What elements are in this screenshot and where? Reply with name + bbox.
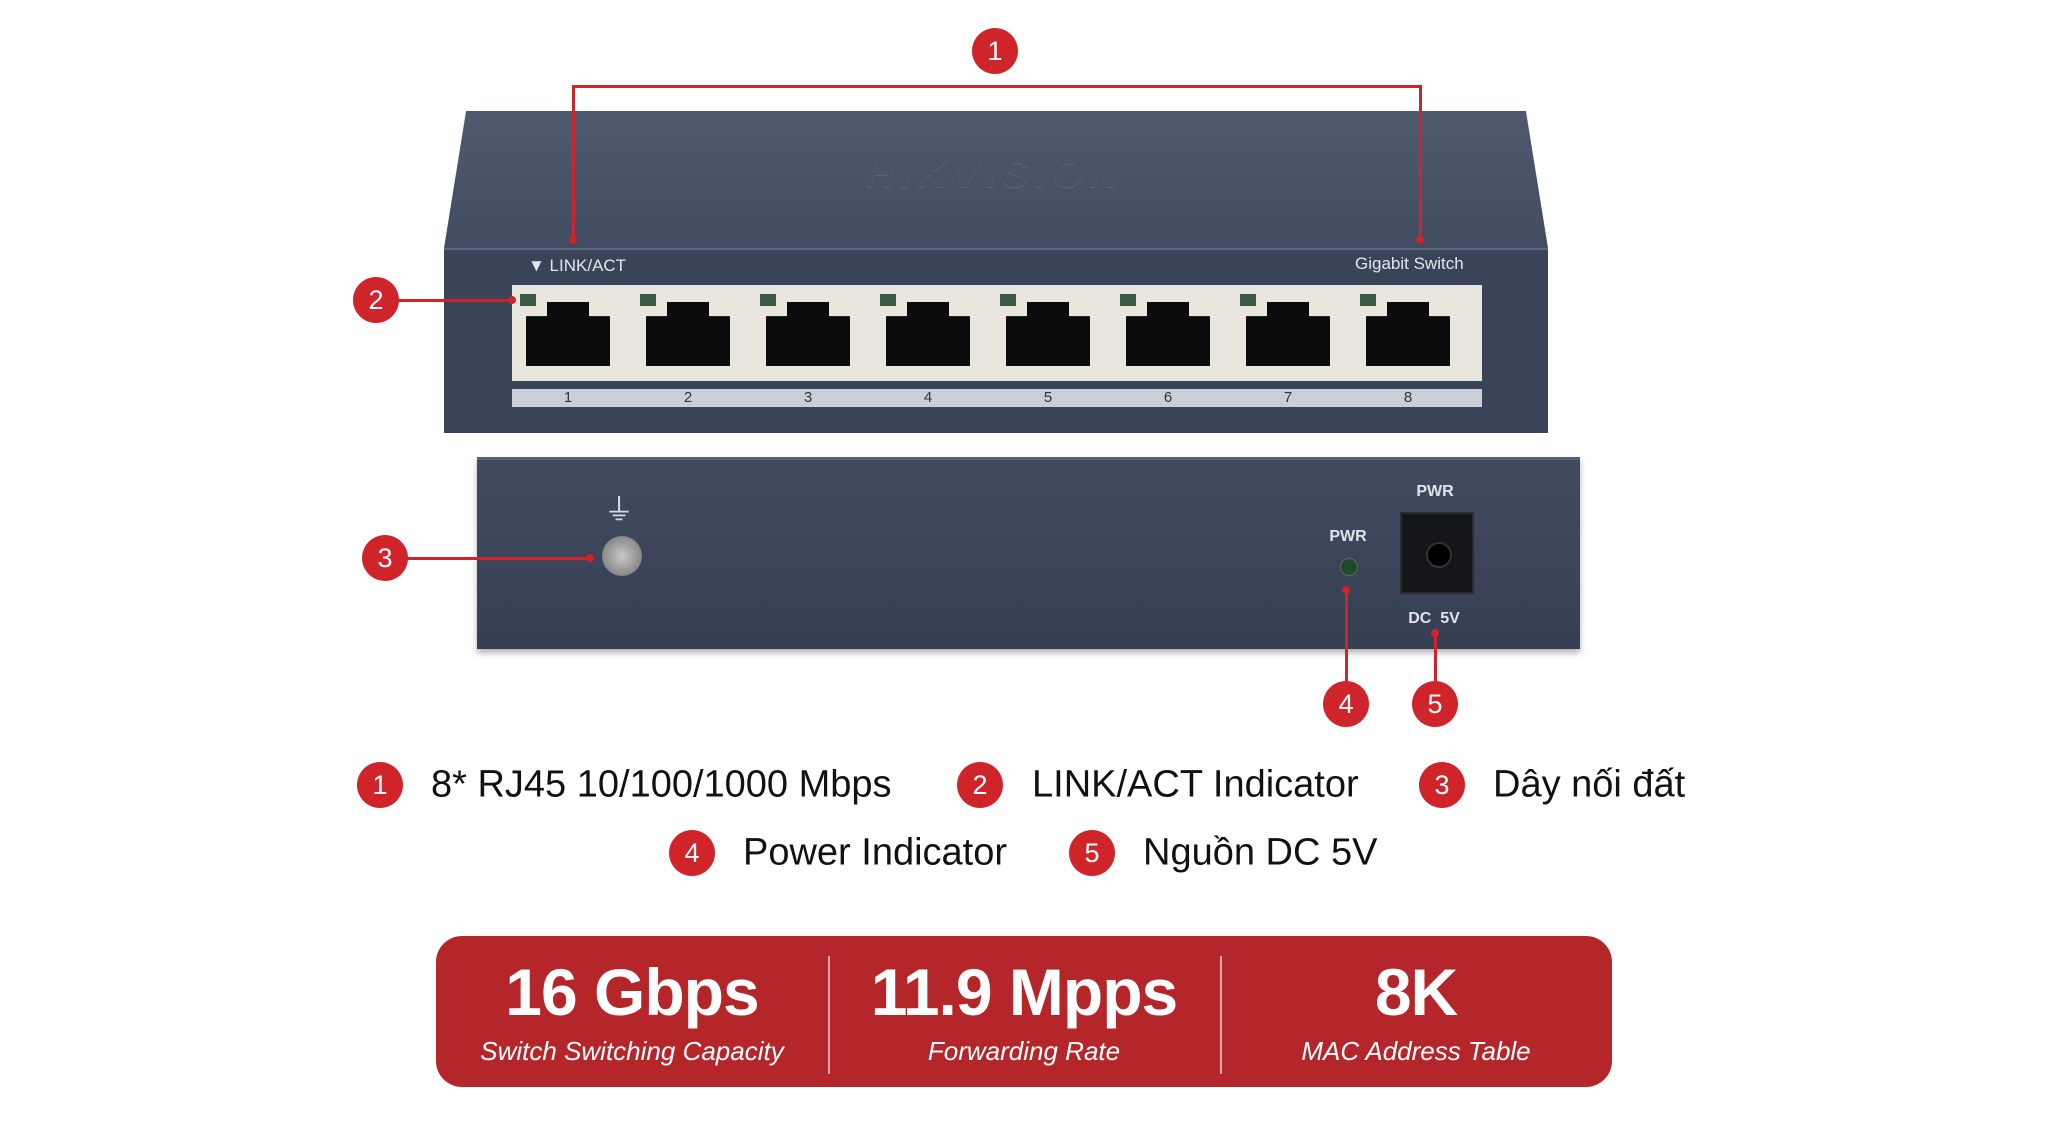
callout-2-line [376, 299, 512, 302]
legend-text-3: Dây nối đất [1493, 763, 1686, 806]
legend-badge-5: 5 [1069, 830, 1115, 876]
link-act-led [760, 294, 776, 306]
callout-badge-4: 4 [1323, 681, 1369, 727]
port-number: 6 [1163, 389, 1173, 406]
legend-badge-3: 3 [1419, 762, 1465, 808]
link-act-led [1360, 294, 1376, 306]
legend-text-4: Power Indicator [743, 831, 1008, 874]
stat-mac-table: 8K MAC Address Table [1220, 936, 1612, 1087]
callout-badge-2: 2 [353, 277, 399, 323]
gigabit-switch-label: Gigabit Switch [1355, 254, 1464, 273]
pwr-led-label: PWR [1329, 528, 1367, 545]
rj45-socket [766, 302, 850, 366]
dc-voltage-label: DC 5V [1408, 610, 1460, 627]
rj45-socket [1006, 302, 1090, 366]
rj45-port [516, 290, 620, 374]
legend-badge-1: 1 [357, 762, 403, 808]
port-number: 8 [1403, 389, 1413, 406]
rj45-socket [526, 302, 610, 366]
port-number: 2 [683, 389, 693, 406]
callout-badge-3: 3 [362, 535, 408, 581]
ground-screw-icon [602, 536, 642, 576]
port-number: 4 [923, 389, 933, 406]
stat-value: 16 Gbps [505, 955, 759, 1029]
stat-value: 8K [1374, 955, 1458, 1029]
port-number: 3 [803, 389, 813, 406]
legend-text-2: LINK/ACT Indicator [1032, 763, 1359, 806]
rj45-port [996, 290, 1100, 374]
rj45-socket [886, 302, 970, 366]
rj45-port [1236, 290, 1340, 374]
ground-symbol-icon: ⏚ [604, 494, 634, 527]
rj45-port [756, 290, 860, 374]
stats-divider [1220, 956, 1222, 1074]
legend-text-5: Nguồn DC 5V [1143, 831, 1378, 874]
stat-label: Forwarding Rate [927, 1036, 1121, 1066]
rj45-port [876, 290, 980, 374]
link-act-led [1240, 294, 1256, 306]
stat-value: 11.9 Mpps [870, 955, 1178, 1029]
callout-dot [586, 554, 594, 562]
legend-text-1: 8* RJ45 10/100/1000 Mbps [431, 763, 892, 806]
switch-rear-face [477, 457, 1580, 649]
callout-dot [1431, 629, 1439, 637]
pwr-led [1340, 558, 1358, 576]
link-act-led [520, 294, 536, 306]
callout-1-right-leg [1419, 85, 1422, 239]
stats-divider [828, 956, 830, 1074]
callout-dot [508, 296, 516, 304]
stat-forwarding-rate: 11.9 Mpps Forwarding Rate [828, 936, 1220, 1087]
link-act-label: ▼ LINK/ACT [528, 256, 627, 275]
callout-badge-5: 5 [1412, 681, 1458, 727]
rj45-port [1116, 290, 1220, 374]
stat-label: Switch Switching Capacity [480, 1036, 784, 1066]
rj45-socket [1126, 302, 1210, 366]
dc-jack [1400, 512, 1474, 594]
callout-3-line [385, 557, 590, 560]
port-number: 5 [1043, 389, 1053, 406]
link-act-led [640, 294, 656, 306]
legend-badge-4: 4 [669, 830, 715, 876]
rj45-socket [646, 302, 730, 366]
callout-4-line [1345, 590, 1348, 704]
rj45-socket [1246, 302, 1330, 366]
legend-badge-2: 2 [957, 762, 1003, 808]
number-strip [512, 389, 1482, 407]
stat-label: MAC Address Table [1301, 1036, 1531, 1066]
link-act-led [880, 294, 896, 306]
stats-box [436, 936, 1612, 1087]
rj45-port [636, 290, 740, 374]
stat-switching-capacity: 16 Gbps Switch Switching Capacity [436, 936, 828, 1087]
dc-jack-label: PWR [1416, 483, 1454, 500]
rj45-socket [1366, 302, 1450, 366]
port-number: 7 [1283, 389, 1293, 406]
port-number: 1 [563, 389, 573, 406]
switch-top-face [444, 111, 1548, 248]
callout-1-bracket [572, 85, 1422, 88]
rj45-port [1356, 290, 1460, 374]
callout-dot [1416, 236, 1424, 244]
link-act-led [1000, 294, 1016, 306]
link-act-led [1120, 294, 1136, 306]
callout-badge-1: 1 [972, 28, 1018, 74]
callout-dot [569, 236, 577, 244]
callout-5-line [1434, 633, 1437, 704]
callout-dot [1342, 586, 1350, 594]
brand-logo: HIKVISION [865, 152, 1125, 196]
callout-1-left-leg [572, 85, 575, 239]
